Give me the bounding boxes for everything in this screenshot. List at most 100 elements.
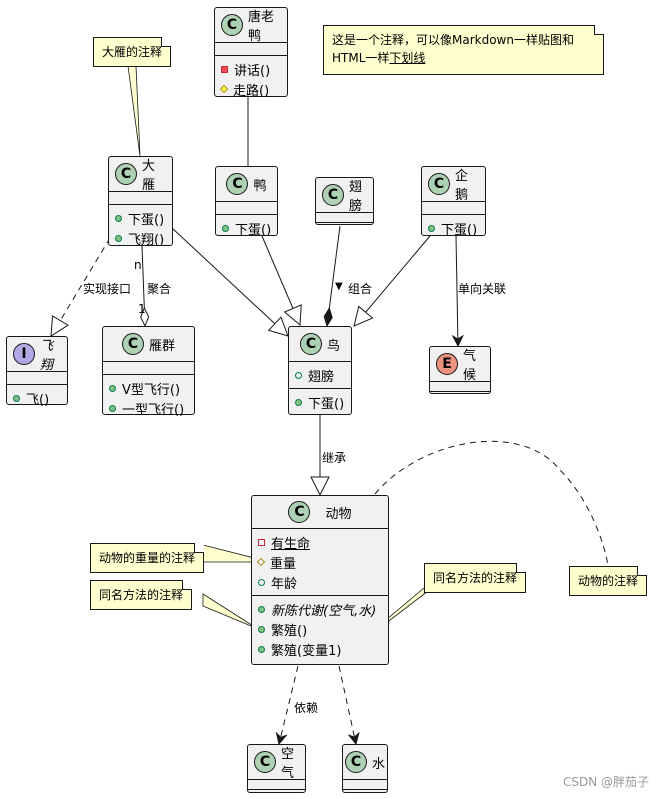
note-animal[interactable]: 动物的注释 bbox=[569, 566, 648, 596]
method-label: 一型飞行() bbox=[122, 402, 185, 418]
note-same-method-right[interactable]: 同名方法的注释 bbox=[424, 563, 527, 593]
note-weight[interactable]: 动物的重量的注释 bbox=[90, 543, 205, 573]
field-row: 有生命 bbox=[258, 532, 382, 552]
method-label: 走路() bbox=[233, 83, 270, 99]
public-method-icon bbox=[115, 234, 122, 242]
methods-section: 飞() bbox=[7, 385, 67, 411]
public-method-icon bbox=[222, 224, 229, 232]
note-text: 同名方法的注释 bbox=[433, 571, 518, 585]
method-label: 新陈代谢(空气,水) bbox=[271, 603, 377, 619]
note-connector-animal bbox=[374, 440, 609, 567]
method-row: 下蛋() bbox=[428, 218, 479, 238]
field-label: 重量 bbox=[270, 556, 297, 572]
note-text-underlined: 下划线 bbox=[389, 51, 426, 65]
class-name: 动物 bbox=[325, 506, 352, 522]
method-row: 下蛋() bbox=[115, 208, 166, 228]
methods-section bbox=[430, 392, 490, 401]
fields-section bbox=[103, 362, 194, 375]
class-c-icon: C bbox=[299, 333, 322, 355]
fields-section bbox=[109, 192, 172, 205]
note-dayan[interactable]: 大雁的注释 bbox=[93, 37, 172, 67]
method-row: 飞() bbox=[13, 388, 61, 408]
edge-dayan-feixiang bbox=[51, 237, 111, 336]
edge-qie-niao bbox=[354, 235, 431, 326]
edge-dayan-yanqun bbox=[142, 245, 145, 326]
class-name: 企鹅 bbox=[455, 169, 469, 203]
fields-section bbox=[316, 213, 373, 223]
field-label: 年龄 bbox=[271, 576, 298, 592]
note-text: 动物的重量的注释 bbox=[99, 551, 196, 565]
public-method-icon bbox=[295, 398, 302, 406]
label-compose: 组合 bbox=[348, 282, 373, 296]
note-same-method-left[interactable]: 同名方法的注释 bbox=[90, 580, 193, 610]
method-row: 繁殖() bbox=[258, 619, 382, 639]
edge-dongwu-shui bbox=[338, 665, 356, 744]
class-c-icon: C bbox=[115, 163, 137, 185]
methods-section: 新陈代谢(空气,水) 繁殖() 繁殖(变量1) bbox=[252, 596, 388, 662]
method-row: 下蛋() bbox=[295, 392, 345, 412]
note-fold-icon bbox=[194, 543, 205, 553]
edge-chibang-niao bbox=[327, 225, 341, 326]
public-method-icon bbox=[428, 224, 435, 232]
edge-ya-niao bbox=[261, 235, 300, 325]
note-connector-same-left bbox=[202, 593, 259, 630]
class-c-icon: C bbox=[428, 173, 450, 195]
public-method-icon bbox=[258, 645, 265, 653]
edge-dongwu-kongqi bbox=[279, 665, 299, 744]
fields-section: 有生命 重量 年龄 bbox=[252, 529, 388, 596]
method-row: V型飞行() bbox=[109, 378, 188, 398]
class-name: 雁群 bbox=[148, 338, 175, 354]
class-name: 大雁 bbox=[142, 159, 156, 193]
method-row: 走路() bbox=[219, 79, 281, 99]
note-text-line1: 这是一个注释，可以像Markdown一样贴图和 bbox=[332, 33, 574, 47]
method-row: 一型飞行() bbox=[109, 398, 188, 418]
label-aggregate: 聚合 bbox=[147, 282, 172, 296]
method-label: 繁殖(变量1) bbox=[271, 643, 342, 659]
class-name: 鸟 bbox=[326, 338, 340, 354]
public-field-icon bbox=[258, 578, 265, 586]
label-mult-1: 1 bbox=[138, 302, 146, 316]
public-field-icon bbox=[295, 371, 302, 379]
methods-section: V型飞行() 一型飞行() bbox=[103, 375, 194, 421]
note-main[interactable]: 这是一个注释，可以像Markdown一样贴图和 HTML一样下划线 bbox=[323, 25, 604, 75]
methods-section: 下蛋() 飞翔() bbox=[109, 205, 172, 251]
method-label: 下蛋() bbox=[308, 396, 345, 412]
interface-i-icon: I bbox=[13, 343, 35, 365]
note-text: 同名方法的注释 bbox=[99, 588, 184, 602]
protected-method-icon bbox=[219, 84, 229, 94]
note-text-line2: HTML一样下划线 bbox=[332, 49, 595, 67]
method-label: 下蛋() bbox=[441, 222, 478, 238]
methods-section: 下蛋() bbox=[422, 215, 485, 241]
methods-section: 讲话() 走路() bbox=[215, 56, 287, 102]
note-text-prefix: HTML一样 bbox=[332, 51, 390, 65]
label-inherit: 继承 bbox=[322, 451, 347, 465]
public-method-icon bbox=[258, 625, 265, 633]
method-row: 繁殖(变量1) bbox=[258, 639, 382, 659]
class-name: 气候 bbox=[463, 349, 477, 383]
fields-section: 翅膀 bbox=[289, 362, 351, 389]
methods-section bbox=[316, 223, 373, 232]
label-depend: 依赖 bbox=[294, 701, 319, 715]
note-text: 大雁的注释 bbox=[102, 45, 163, 59]
edge-dayan-niao bbox=[171, 227, 288, 336]
